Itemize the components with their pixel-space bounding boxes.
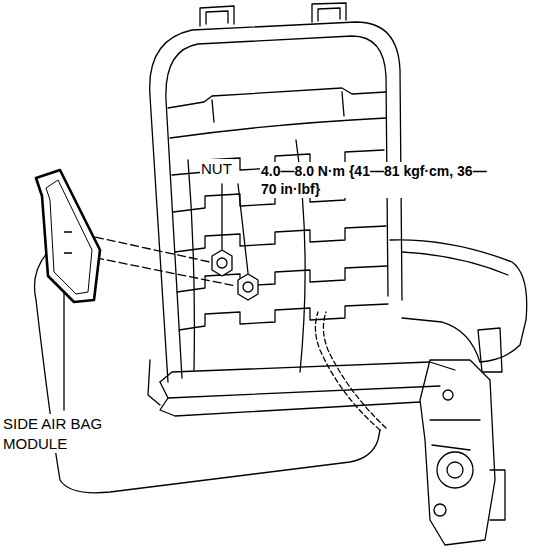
leader-line — [63, 292, 64, 410]
side-air-bag-module — [36, 170, 100, 302]
nut — [212, 250, 232, 276]
part-label: SIDE AIR BAG MODULE — [2, 414, 128, 453]
label-holder: NUT — [200, 159, 233, 179]
torque-spec: 4.0—8.0 N·m {41—81 kgf·cm, 36—70 in·lbf} — [260, 162, 490, 198]
recliner-mechanism — [420, 360, 495, 545]
label-holder: 4.0—8.0 N·m {41—81 kgf·cm, 36—70 in·lbf} — [260, 162, 490, 198]
leader-line — [221, 184, 222, 249]
seat-cushion — [390, 240, 527, 362]
seat-back-frame — [150, 22, 402, 382]
leader-line — [238, 184, 248, 273]
nut — [238, 274, 258, 300]
seat-bottom-frame — [160, 362, 455, 382]
part-label: NUT — [200, 159, 233, 179]
label-holder: SIDE AIR BAG MODULE — [2, 414, 128, 453]
headrest-guide — [200, 6, 234, 26]
headrest-guide — [312, 3, 346, 22]
